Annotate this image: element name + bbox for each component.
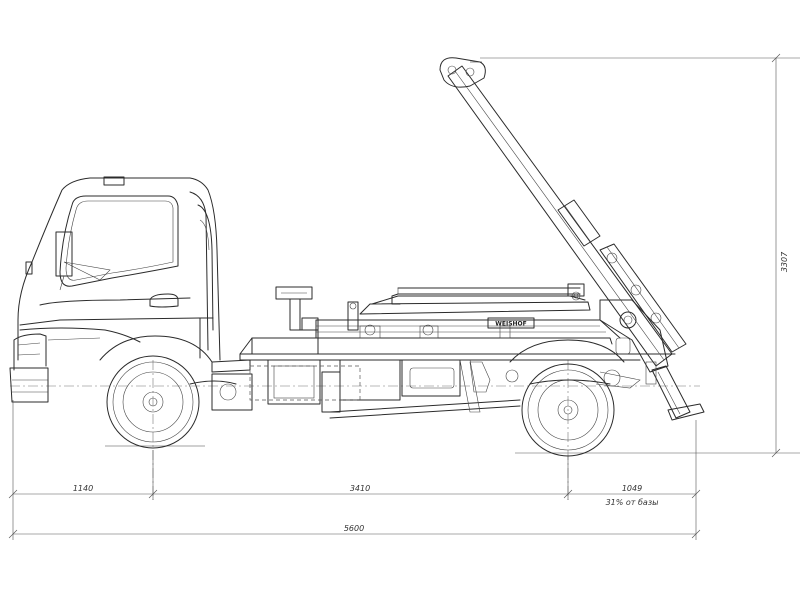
control-pedestal (275, 286, 319, 355)
rear-wheel (509, 339, 625, 457)
boom-height-label: 3307 (780, 251, 789, 272)
front-bumper (9, 367, 49, 403)
dimension-lines (8, 53, 800, 540)
overall-length-label: 5600 (344, 524, 364, 533)
chassis (189, 353, 676, 419)
dimension-labels: 1140 3410 1049 31% от базы 5600 3307 (73, 251, 789, 533)
loader-subframe: WEISHOF (239, 283, 621, 355)
rear-overhang-note: 31% от базы (606, 498, 659, 507)
centerlines (10, 360, 700, 500)
loader-boom (439, 57, 687, 373)
front-wheel (99, 335, 213, 449)
ground-line (105, 445, 800, 454)
rear-stabilizer-leg (645, 361, 705, 421)
front-overhang-label: 1140 (73, 484, 93, 493)
rear-overhang-label: 1049 (622, 484, 642, 493)
nameplate-text: WEISHOF (495, 321, 527, 328)
cab (13, 176, 221, 371)
wheelbase-label: 3410 (350, 484, 370, 493)
